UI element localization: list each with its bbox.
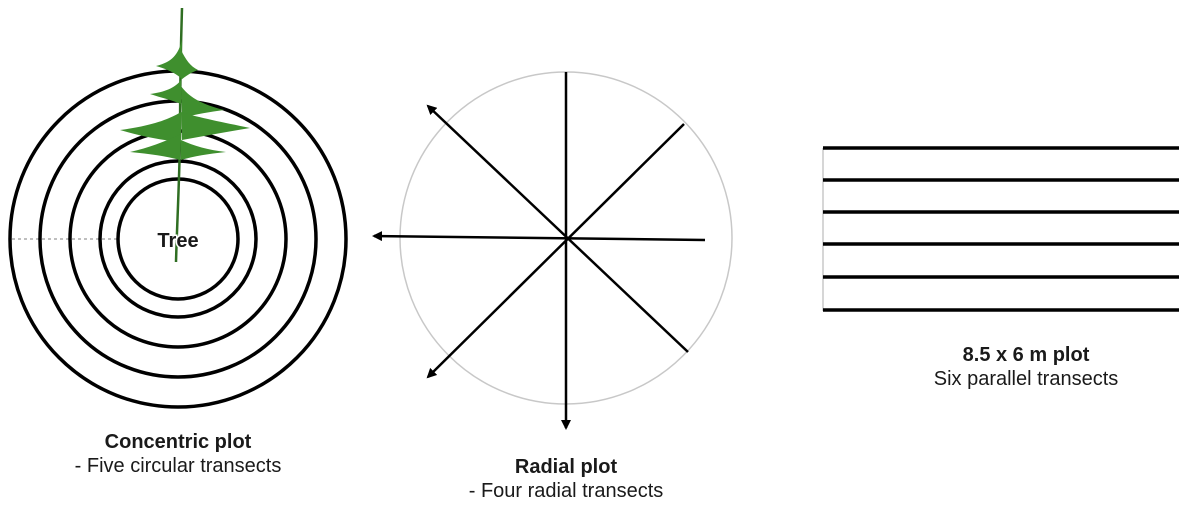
radial-transect-diagonal-b (426, 123, 685, 379)
circular-transect-2 (98, 159, 258, 319)
parallel-caption: 8.5 x 6 m plot Six parallel transects (876, 343, 1176, 391)
radial-transect-diagonal-a (426, 104, 689, 353)
tree-label: Tree (157, 230, 198, 252)
radial-subtitle: - Four radial transects (468, 480, 664, 502)
parallel-plot (822, 146, 1179, 312)
radial-caption: Radial plot - Four radial transects (416, 455, 716, 503)
parallel-title: 8.5 x 6 m plot (962, 344, 1090, 366)
concentric-subtitle: - Five circular transects (74, 455, 282, 477)
tree-icon (120, 7, 250, 263)
parallel-subtitle: Six parallel transects (933, 368, 1119, 390)
concentric-plot (8, 7, 348, 409)
radial-plot (372, 71, 733, 430)
concentric-caption: Concentric plot - Five circular transect… (28, 430, 328, 478)
radial-transect-horizontal (372, 231, 706, 242)
radial-title: Radial plot (514, 456, 618, 478)
concentric-title: Concentric plot (104, 431, 252, 453)
